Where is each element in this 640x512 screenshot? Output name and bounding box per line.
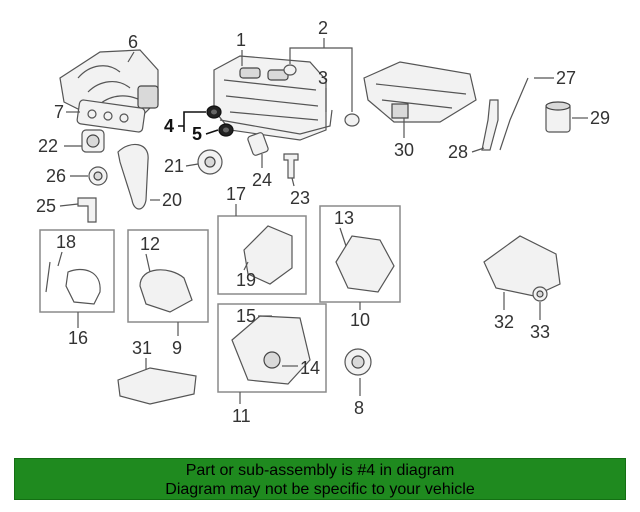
part-20-timing-belt [117, 143, 149, 210]
callout-19: 19 [236, 270, 256, 290]
callout-13: 13 [334, 208, 354, 228]
parts-diagram: 6 7 1 3 2 4 5 30 [36, 18, 610, 426]
part-26-pulley [88, 166, 108, 186]
callout-26: 26 [46, 166, 66, 186]
part-28-dipstick-tube [481, 99, 499, 151]
part-30-oil-pan [363, 61, 477, 123]
callout-2: 2 [318, 18, 328, 38]
callout-33: 33 [530, 322, 550, 342]
part-7-intake-gasket [76, 99, 146, 133]
part-24-spacer [247, 132, 269, 156]
group-box-17 [217, 215, 307, 295]
callout-16: 16 [68, 328, 88, 348]
part-22-tensioner [81, 129, 105, 153]
banner-line-2: Diagram may not be specific to your vehi… [165, 481, 475, 498]
callout-11: 11 [232, 406, 251, 426]
callout-12: 12 [140, 234, 160, 254]
part-4-seal [206, 105, 222, 119]
group-box-9 [127, 229, 209, 323]
part-18-cover-assembly [45, 261, 101, 305]
callout-1: 1 [236, 30, 246, 50]
callout-5: 5 [192, 124, 202, 144]
part-31-skid-plate [117, 367, 197, 405]
part-33-plug [532, 286, 548, 302]
callout-30: 30 [394, 140, 414, 160]
part-23-bolt [283, 153, 299, 179]
callout-9: 9 [172, 338, 182, 358]
part-12-cover-assembly [139, 269, 193, 313]
banner-line-1: Part or sub-assembly is #4 in diagram [185, 462, 455, 479]
callout-22: 22 [38, 136, 58, 156]
callout-17: 17 [226, 184, 246, 204]
part-14-seal [263, 351, 281, 369]
part-3-valve-cover-gasket [219, 109, 333, 135]
part-19-timing-cover [243, 225, 293, 285]
part-27-dipstick [499, 77, 529, 151]
part-2-seals [283, 64, 360, 127]
callout-8: 8 [354, 398, 364, 418]
part-32-oil-pump [483, 235, 561, 297]
callout-32: 32 [494, 312, 514, 332]
part-29-oil-filter [545, 101, 571, 133]
group-box-16 [39, 229, 115, 313]
info-banner: Part or sub-assembly is #4 in diagram Di… [14, 458, 626, 500]
callout-4: 4 [164, 116, 174, 136]
part-8-crank-pulley [344, 348, 372, 376]
callout-24: 24 [252, 170, 272, 190]
callout-14: 14 [300, 358, 320, 378]
part-25-bracket [77, 197, 97, 223]
callout-15: 15 [236, 306, 256, 326]
part-21-gear [197, 149, 223, 175]
callout-29: 29 [590, 108, 610, 128]
callout-10: 10 [350, 310, 370, 330]
callout-21: 21 [164, 156, 184, 176]
callout-27: 27 [556, 68, 576, 88]
group-box-11 [217, 303, 327, 393]
callout-6: 6 [128, 32, 138, 52]
callout-25: 25 [36, 196, 56, 216]
callout-18: 18 [56, 232, 76, 252]
callout-31: 31 [132, 338, 152, 358]
part-15-timing-cover [231, 315, 311, 385]
part-13-cover-assembly [335, 235, 395, 293]
part-5-seal [218, 123, 234, 137]
callout-7: 7 [54, 102, 64, 122]
callout-28: 28 [448, 142, 468, 162]
callout-20: 20 [162, 190, 182, 210]
callout-3: 3 [318, 68, 328, 88]
callout-23: 23 [290, 188, 310, 208]
